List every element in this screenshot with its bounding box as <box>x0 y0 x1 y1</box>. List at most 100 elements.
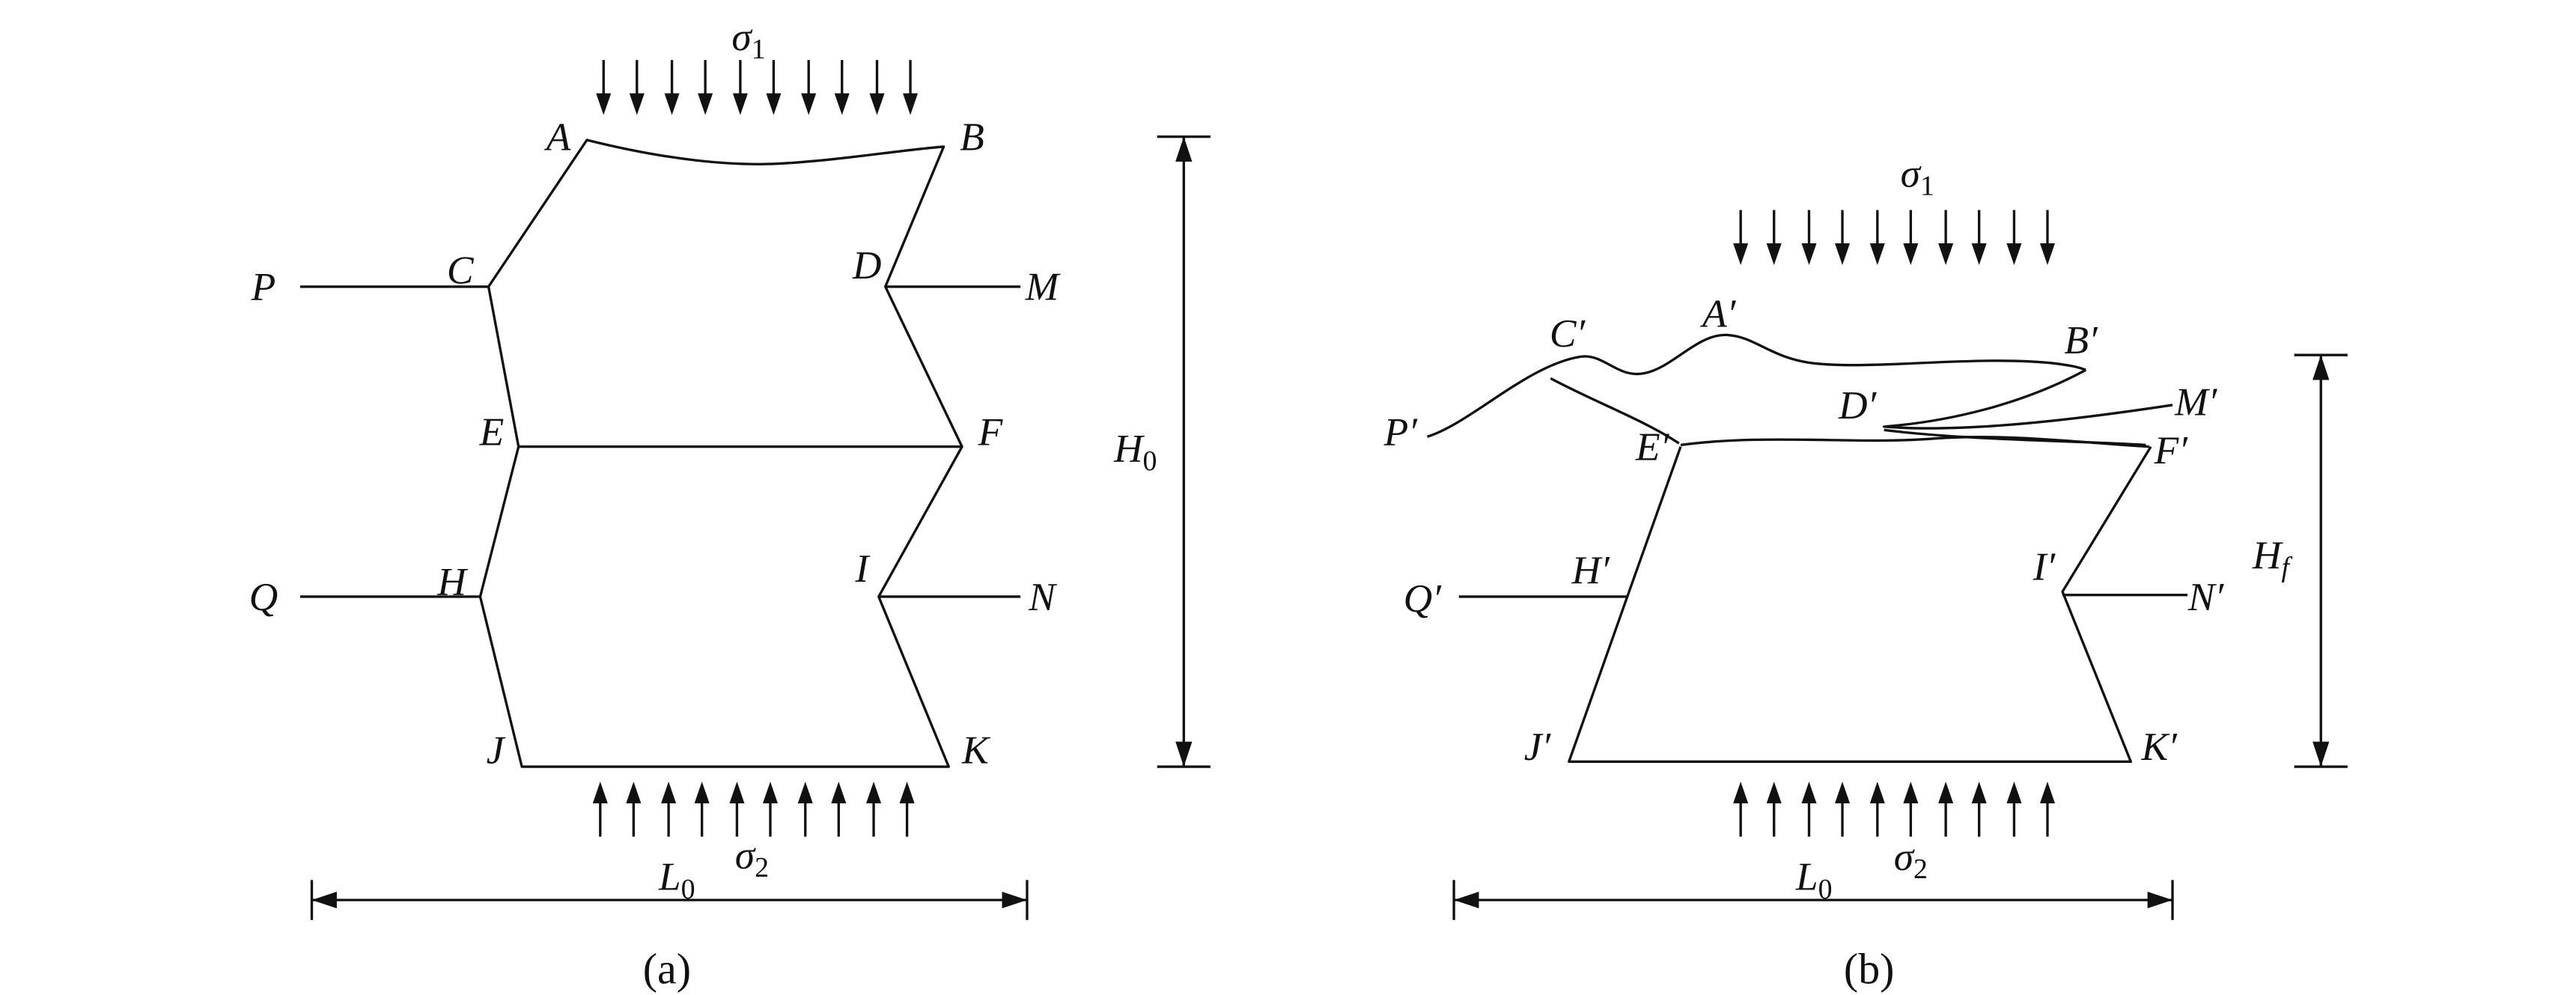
specimen-outline-a <box>478 139 963 768</box>
down-arrow-icon <box>1833 208 1851 267</box>
crack-sliver-to-M-b <box>1883 368 2173 430</box>
dimension-Hf <box>2294 353 2348 768</box>
up-arrow-icon <box>1732 780 1750 839</box>
point-label-Q: Q <box>249 574 278 619</box>
point-label-A: A <box>544 114 571 159</box>
arrowhead-down-icon <box>1175 741 1193 767</box>
arrowhead-left-icon <box>1454 891 1479 909</box>
down-arrow-icon <box>663 58 681 117</box>
sigma1-label-b: σ1 <box>1901 150 1934 201</box>
point-label-B: B <box>960 114 984 159</box>
up-arrow-icon <box>1833 780 1851 839</box>
point-label-B-prime: B′ <box>2064 317 2098 362</box>
caption-b: (b) <box>1844 944 1895 993</box>
failure-surface-top-b <box>1426 333 2086 438</box>
down-arrow-icon <box>628 58 646 117</box>
down-arrow-icon <box>1901 208 1920 267</box>
point-label-H: H <box>436 559 468 604</box>
sigma2-arrows-b <box>1732 780 2056 839</box>
up-arrow-icon <box>2005 780 2024 839</box>
up-arrow-icon <box>1765 780 1783 839</box>
down-arrow-icon <box>1732 208 1750 267</box>
up-arrow-icon <box>2038 780 2056 839</box>
down-arrow-icon <box>800 58 817 117</box>
down-arrow-icon <box>833 58 851 117</box>
point-label-E: E <box>479 409 505 454</box>
point-label-P-prime: P′ <box>1383 409 1419 454</box>
up-arrow-icon <box>660 780 678 839</box>
down-arrow-icon <box>1800 208 1818 267</box>
sigma1-label-a: σ1 <box>731 14 765 65</box>
point-label-I-prime: I′ <box>2033 544 2056 589</box>
arrowhead-right-icon <box>1002 891 1027 909</box>
down-arrow-icon <box>2005 208 2024 267</box>
dimension-L0-b <box>1452 880 2174 920</box>
H0-label: H0 <box>1113 426 1157 477</box>
arrowhead-right-icon <box>2147 891 2173 909</box>
up-arrow-icon <box>1937 780 1955 839</box>
sigma2-label-b: σ2 <box>1894 834 1928 885</box>
down-arrow-icon <box>901 58 919 117</box>
dimension-L0-a <box>310 880 1029 920</box>
arrowhead-up-icon <box>2312 355 2330 380</box>
point-label-Q-prime: Q′ <box>1404 576 1443 621</box>
up-arrow-icon <box>1970 780 1988 839</box>
panel-a: σ1 σ2 H0 L0 A B C D E F H I J K P M Q N … <box>249 14 1211 993</box>
up-arrow-icon <box>829 780 847 839</box>
sigma1-arrows-a <box>594 58 919 117</box>
point-label-E-prime: E′ <box>1635 424 1670 469</box>
sigma2-arrows-a <box>591 780 916 839</box>
point-label-D: D <box>852 243 882 287</box>
up-arrow-icon <box>624 780 643 839</box>
crack-C-to-E-b <box>1550 377 1680 445</box>
point-label-K: K <box>961 728 990 773</box>
point-label-H-prime: H′ <box>1571 547 1611 592</box>
sigma1-arrows-b <box>1732 208 2056 267</box>
point-label-M-prime: M′ <box>2174 379 2218 424</box>
dimension-H0 <box>1157 135 1211 768</box>
down-arrow-icon <box>594 58 612 117</box>
point-label-I: I <box>855 546 871 591</box>
arrowhead-up-icon <box>1175 136 1193 162</box>
down-arrow-icon <box>731 58 749 117</box>
arrowhead-left-icon <box>311 891 337 909</box>
L0-label-b: L0 <box>1795 854 1833 905</box>
point-label-M: M <box>1025 264 1061 309</box>
down-arrow-icon <box>764 58 783 117</box>
down-arrow-icon <box>868 58 886 117</box>
down-arrow-icon <box>1970 208 1988 267</box>
up-arrow-icon <box>1800 780 1818 839</box>
down-arrow-icon <box>1869 208 1887 267</box>
up-arrow-icon <box>728 780 746 839</box>
point-label-J: J <box>487 728 506 773</box>
point-label-A-prime: A′ <box>1700 290 1737 335</box>
up-arrow-icon <box>1901 780 1920 839</box>
point-label-N-prime: N′ <box>2187 574 2225 619</box>
up-arrow-icon <box>692 780 711 839</box>
down-arrow-icon <box>1937 208 1955 267</box>
arrowhead-down-icon <box>2312 741 2330 767</box>
caption-a: (a) <box>643 944 691 993</box>
down-arrow-icon <box>1765 208 1783 267</box>
point-label-P: P <box>251 264 276 309</box>
point-label-F: F <box>978 409 1004 454</box>
up-arrow-icon <box>761 780 779 839</box>
L0-label-a: L0 <box>658 854 695 905</box>
point-label-C-prime: C′ <box>1550 311 1586 356</box>
up-arrow-icon <box>797 780 814 839</box>
crack-sliver-to-F-b <box>1884 428 2146 447</box>
up-arrow-icon <box>591 780 609 839</box>
down-arrow-icon <box>2038 208 2056 267</box>
point-label-J-prime: J′ <box>1524 724 1552 769</box>
point-label-F-prime: F′ <box>2154 427 2189 472</box>
point-label-N: N <box>1028 574 1058 619</box>
up-arrow-icon <box>898 780 916 839</box>
Hf-label: Hf <box>2252 532 2293 583</box>
point-label-C: C <box>447 247 475 292</box>
up-arrow-icon <box>1869 780 1887 839</box>
point-label-D-prime: D′ <box>1838 383 1878 427</box>
panel-b: σ1 σ2 Hf L0 A′ B′ C′ D′ E′ F′ H′ I′ J′ K… <box>1383 150 2348 993</box>
down-arrow-icon <box>696 58 714 117</box>
